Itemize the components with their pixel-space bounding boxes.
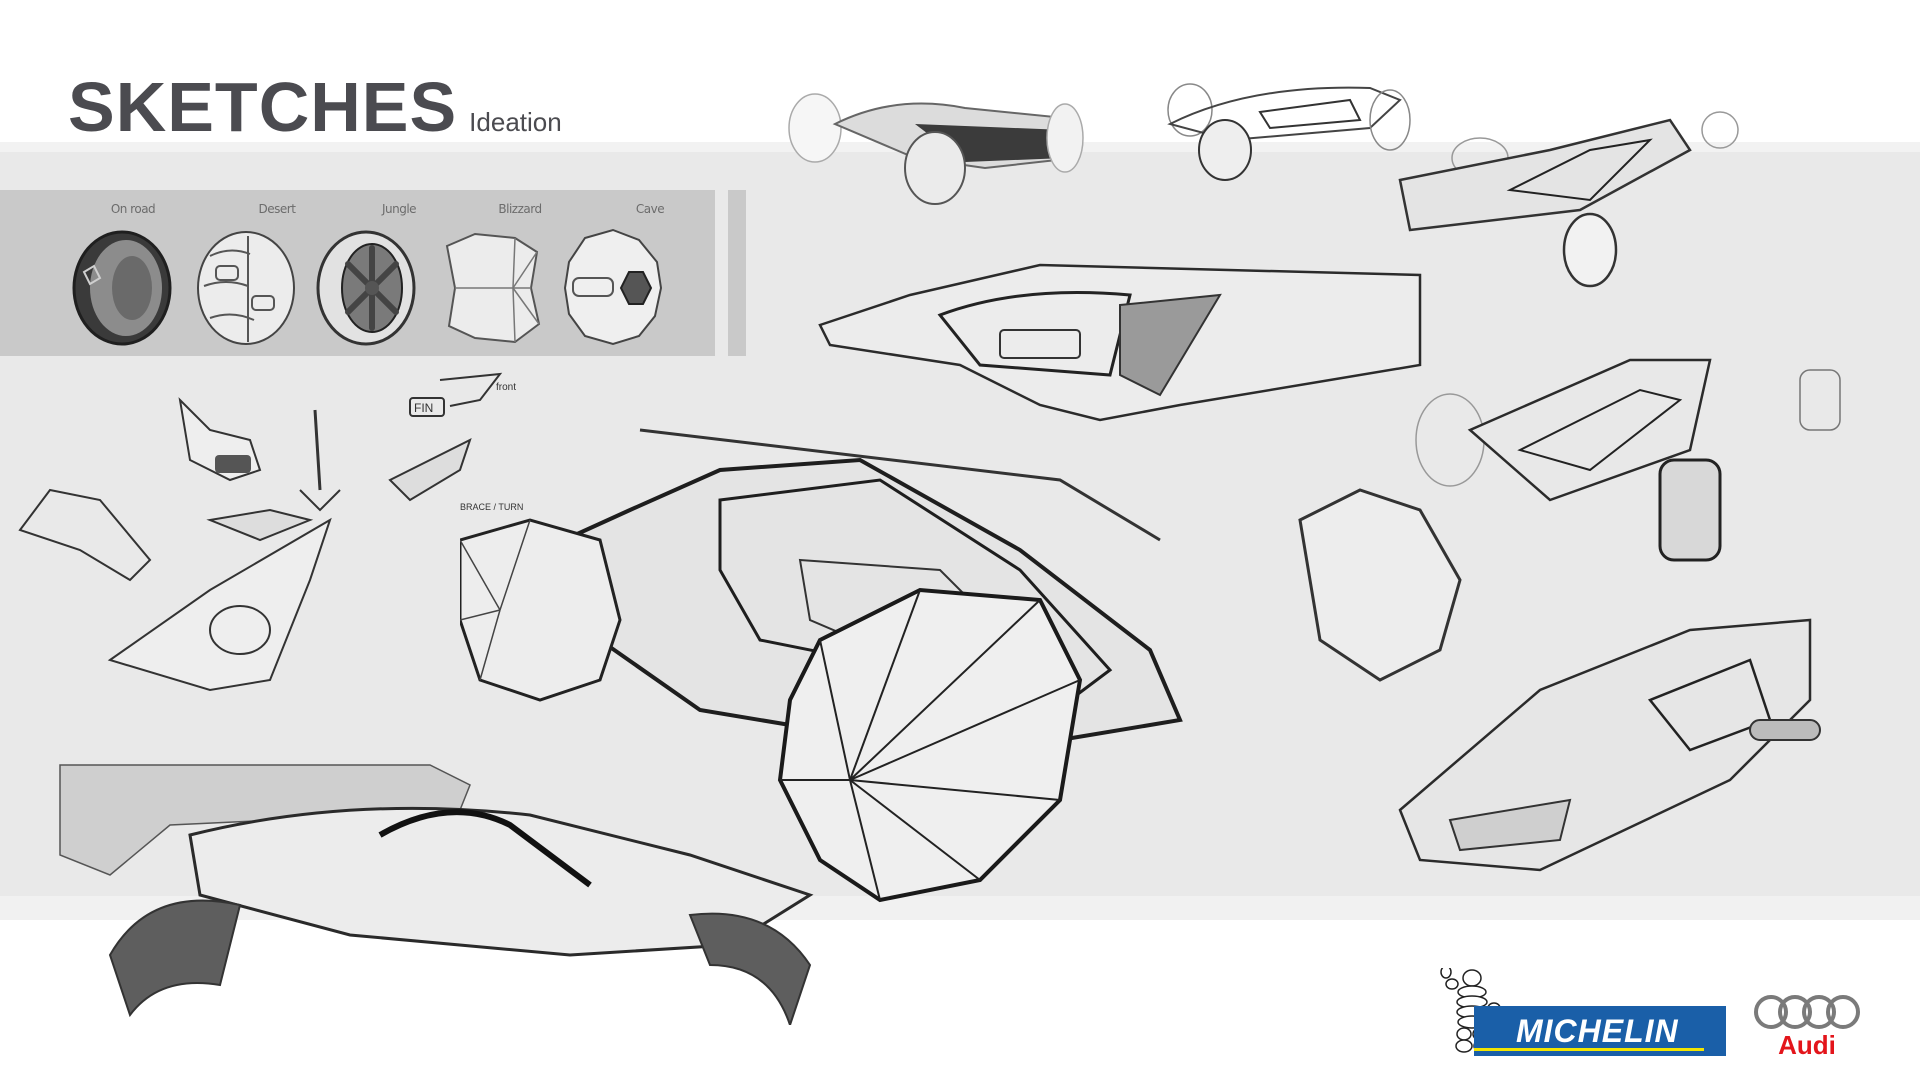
michelin-logo: MICHELIN bbox=[1434, 968, 1730, 1058]
wheel-item-blizzard: Blizzard bbox=[425, 190, 555, 356]
wheel-item-desert: Desert bbox=[180, 190, 310, 356]
wheel-item-on-road: On road bbox=[60, 190, 190, 356]
michelin-wordmark: MICHELIN bbox=[1474, 1006, 1726, 1056]
sketch-vehicle-front-right bbox=[1415, 358, 1841, 562]
wheel-blizzard-icon bbox=[445, 232, 541, 344]
sketch-vehicle-top-right bbox=[1398, 111, 1739, 288]
page-subtitle: Ideation bbox=[469, 107, 562, 137]
wheel-label: Blizzard bbox=[498, 202, 542, 216]
sketch-vehicle-top-1 bbox=[788, 93, 1084, 205]
wheel-concepts-panel: On road Desert Jungle bbox=[0, 190, 715, 356]
fin-annotation: FIN bbox=[414, 401, 433, 415]
page-title: SKETCHES bbox=[68, 68, 458, 146]
wheel-label: Cave bbox=[635, 202, 665, 216]
fin-label-box bbox=[409, 397, 445, 417]
michelin-yellow-stripe bbox=[1474, 1048, 1704, 1051]
wheel-jungle-icon bbox=[316, 230, 416, 346]
panel-divider-bar bbox=[728, 190, 746, 356]
audi-text: Audi bbox=[1778, 1030, 1836, 1060]
sketch-vehicle-side-center bbox=[818, 263, 1422, 422]
sketch-vehicle-top-2 bbox=[1167, 83, 1411, 181]
sketch-hero-vehicle bbox=[460, 428, 1462, 903]
audi-logo: Audi bbox=[1747, 994, 1867, 1064]
wheel-label: Jungle bbox=[381, 202, 417, 216]
wheel-label: Desert bbox=[258, 202, 296, 216]
sketch-vehicle-rear-right bbox=[1398, 618, 1821, 872]
brace-turn-annotation: BRACE / TURN bbox=[460, 502, 523, 512]
michelin-text: MICHELIN bbox=[1516, 1013, 1679, 1049]
page-header: SKETCHES Ideation bbox=[68, 72, 562, 142]
sketch-drone-cluster: FIN front BRACE / TURN bbox=[18, 372, 523, 692]
wheel-cave-icon bbox=[563, 228, 663, 346]
audi-rings-icon bbox=[1754, 995, 1860, 1029]
wheel-item-cave: Cave bbox=[545, 190, 675, 356]
sketch-vehicle-side-bottom bbox=[59, 764, 814, 1025]
wheel-on-road-icon bbox=[72, 230, 172, 346]
wheel-item-jungle: Jungle bbox=[300, 190, 430, 356]
wheel-label: On road bbox=[110, 202, 156, 216]
front-annotation: front bbox=[496, 382, 516, 393]
wheel-desert-icon bbox=[197, 231, 295, 345]
